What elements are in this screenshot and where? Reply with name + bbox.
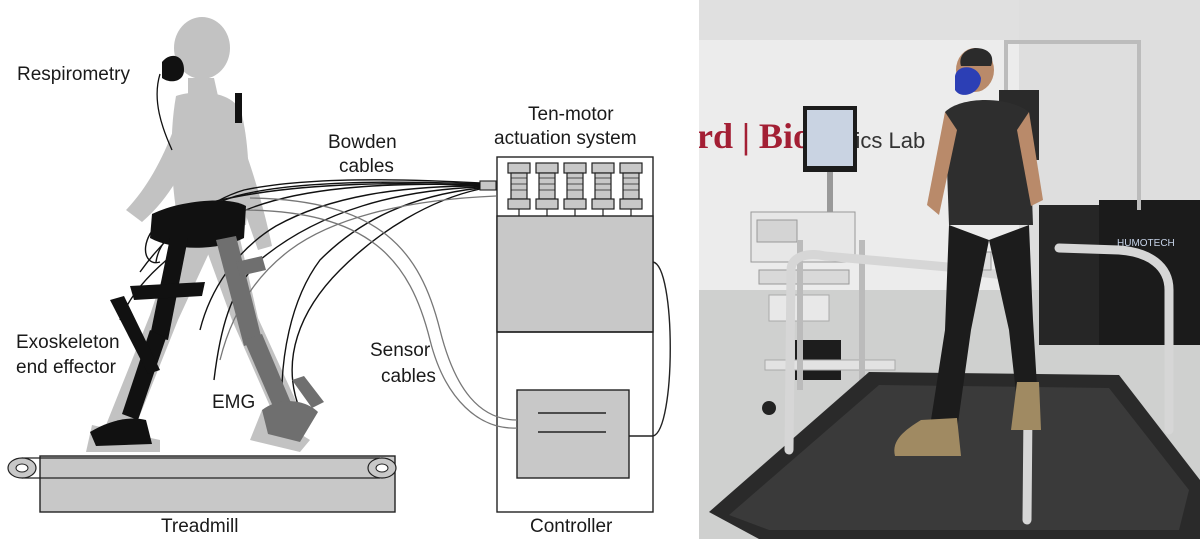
motor xyxy=(507,162,531,216)
motor xyxy=(591,162,615,216)
label-sensor-line2: cables xyxy=(381,366,436,387)
controller-cabinet xyxy=(496,156,671,513)
label-controller: Controller xyxy=(530,516,613,537)
motor-array xyxy=(507,162,643,216)
exo-frame-right xyxy=(989,225,1039,420)
respirometry-mask xyxy=(156,55,184,151)
label-bowden-line1: Bowden xyxy=(328,132,397,153)
label-bowden-line2: cables xyxy=(339,156,394,177)
motor xyxy=(619,162,643,216)
label-treadmill: Treadmill xyxy=(161,516,238,537)
controller-box xyxy=(516,389,630,479)
exo-frame-left xyxy=(931,225,989,430)
treadmill xyxy=(7,455,397,513)
exoskeleton-gray xyxy=(216,236,324,442)
motor xyxy=(563,162,587,216)
label-tenmotor-line1: Ten-motor xyxy=(528,104,614,125)
label-exoskeleton-line2: end effector xyxy=(16,357,117,378)
label-emg: EMG xyxy=(212,392,255,413)
cable-connector xyxy=(479,180,497,191)
exoskeleton-system-diagram: Respirometry Bowden cables Ten-motor act… xyxy=(7,17,671,537)
label-exoskeleton-line1: Exoskeleton xyxy=(16,332,120,353)
sensor-cables xyxy=(219,195,518,429)
brand-label: HUMOTECH xyxy=(1117,238,1175,249)
backpack-strap xyxy=(235,93,242,123)
monitor xyxy=(803,106,857,212)
lab-photograph: rd | Biome onics Lab HUMOTECH xyxy=(699,0,1200,539)
equipment-cart xyxy=(750,211,896,415)
motor xyxy=(535,162,559,216)
respirometry-mask-photo xyxy=(955,67,981,95)
exoskeleton-black xyxy=(90,200,246,446)
label-tenmotor-line2: actuation system xyxy=(494,128,637,149)
label-sensor-line1: Sensor xyxy=(370,340,431,361)
label-respirometry: Respirometry xyxy=(17,64,130,85)
person-subject xyxy=(894,48,1043,456)
